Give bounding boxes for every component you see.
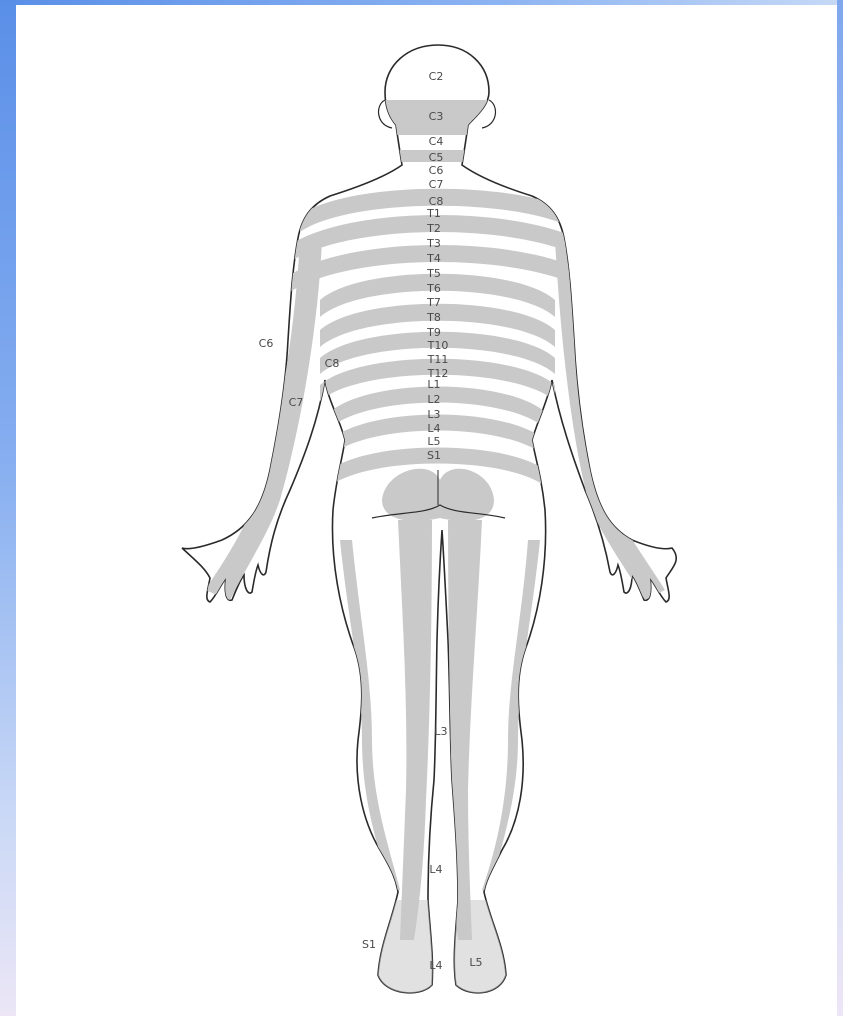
label-l4: L4 — [427, 422, 440, 435]
dermatome-figure: C2 C3 C4 C5 C6 C7 C8 T1 T2 T3 T4 T5 T6 T… — [16, 5, 837, 1016]
label-c4: C4 — [429, 135, 444, 148]
label-arm-c8: C8 — [325, 357, 340, 370]
label-t8: T8 — [426, 311, 441, 324]
label-c3: C3 — [429, 110, 444, 123]
label-t6: T6 — [426, 282, 441, 295]
label-arm-c6: C6 — [259, 337, 274, 350]
label-c2: C2 — [429, 70, 444, 83]
label-t5: T5 — [426, 267, 441, 280]
label-l5: L5 — [427, 435, 440, 448]
band-feet — [378, 900, 506, 1000]
label-t10: T10 — [427, 339, 449, 352]
label-c7: C7 — [429, 178, 444, 191]
label-arm-c7: C7 — [289, 396, 304, 409]
label-foot-s1: S1 — [362, 938, 376, 951]
slide-frame-left — [0, 0, 16, 1016]
label-t11: T11 — [427, 353, 449, 366]
label-c5: C5 — [429, 151, 444, 164]
label-t4: T4 — [426, 252, 441, 265]
label-s1: S1 — [427, 449, 441, 462]
label-foot-l4: L4 — [429, 959, 442, 972]
label-l2: L2 — [427, 393, 440, 406]
label-t2: T2 — [426, 222, 441, 235]
label-l1: L1 — [427, 378, 440, 391]
label-t3: T3 — [426, 237, 441, 250]
label-leg-l4: L4 — [429, 863, 442, 876]
label-foot-l5: L5 — [469, 956, 482, 969]
label-c6: C6 — [429, 164, 444, 177]
slide-frame-right — [837, 0, 843, 1016]
label-l3: L3 — [427, 408, 440, 421]
slide-canvas: C2 C3 C4 C5 C6 C7 C8 T1 T2 T3 T4 T5 T6 T… — [16, 5, 837, 1016]
label-t9: T9 — [426, 326, 441, 339]
label-t1: T1 — [426, 207, 441, 220]
label-t7: T7 — [426, 296, 441, 309]
label-leg-l3: L3 — [434, 725, 447, 738]
